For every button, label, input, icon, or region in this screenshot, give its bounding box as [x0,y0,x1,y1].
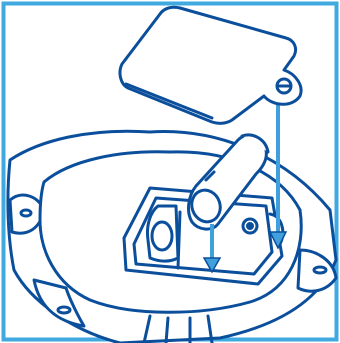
installed-battery-end [152,222,172,250]
terminal-screw-center [248,224,253,229]
bottom-left-mount-hole [58,307,70,313]
right-mount-hole [314,267,326,273]
left-mount-hole [21,210,31,216]
support-leg [166,318,168,343]
